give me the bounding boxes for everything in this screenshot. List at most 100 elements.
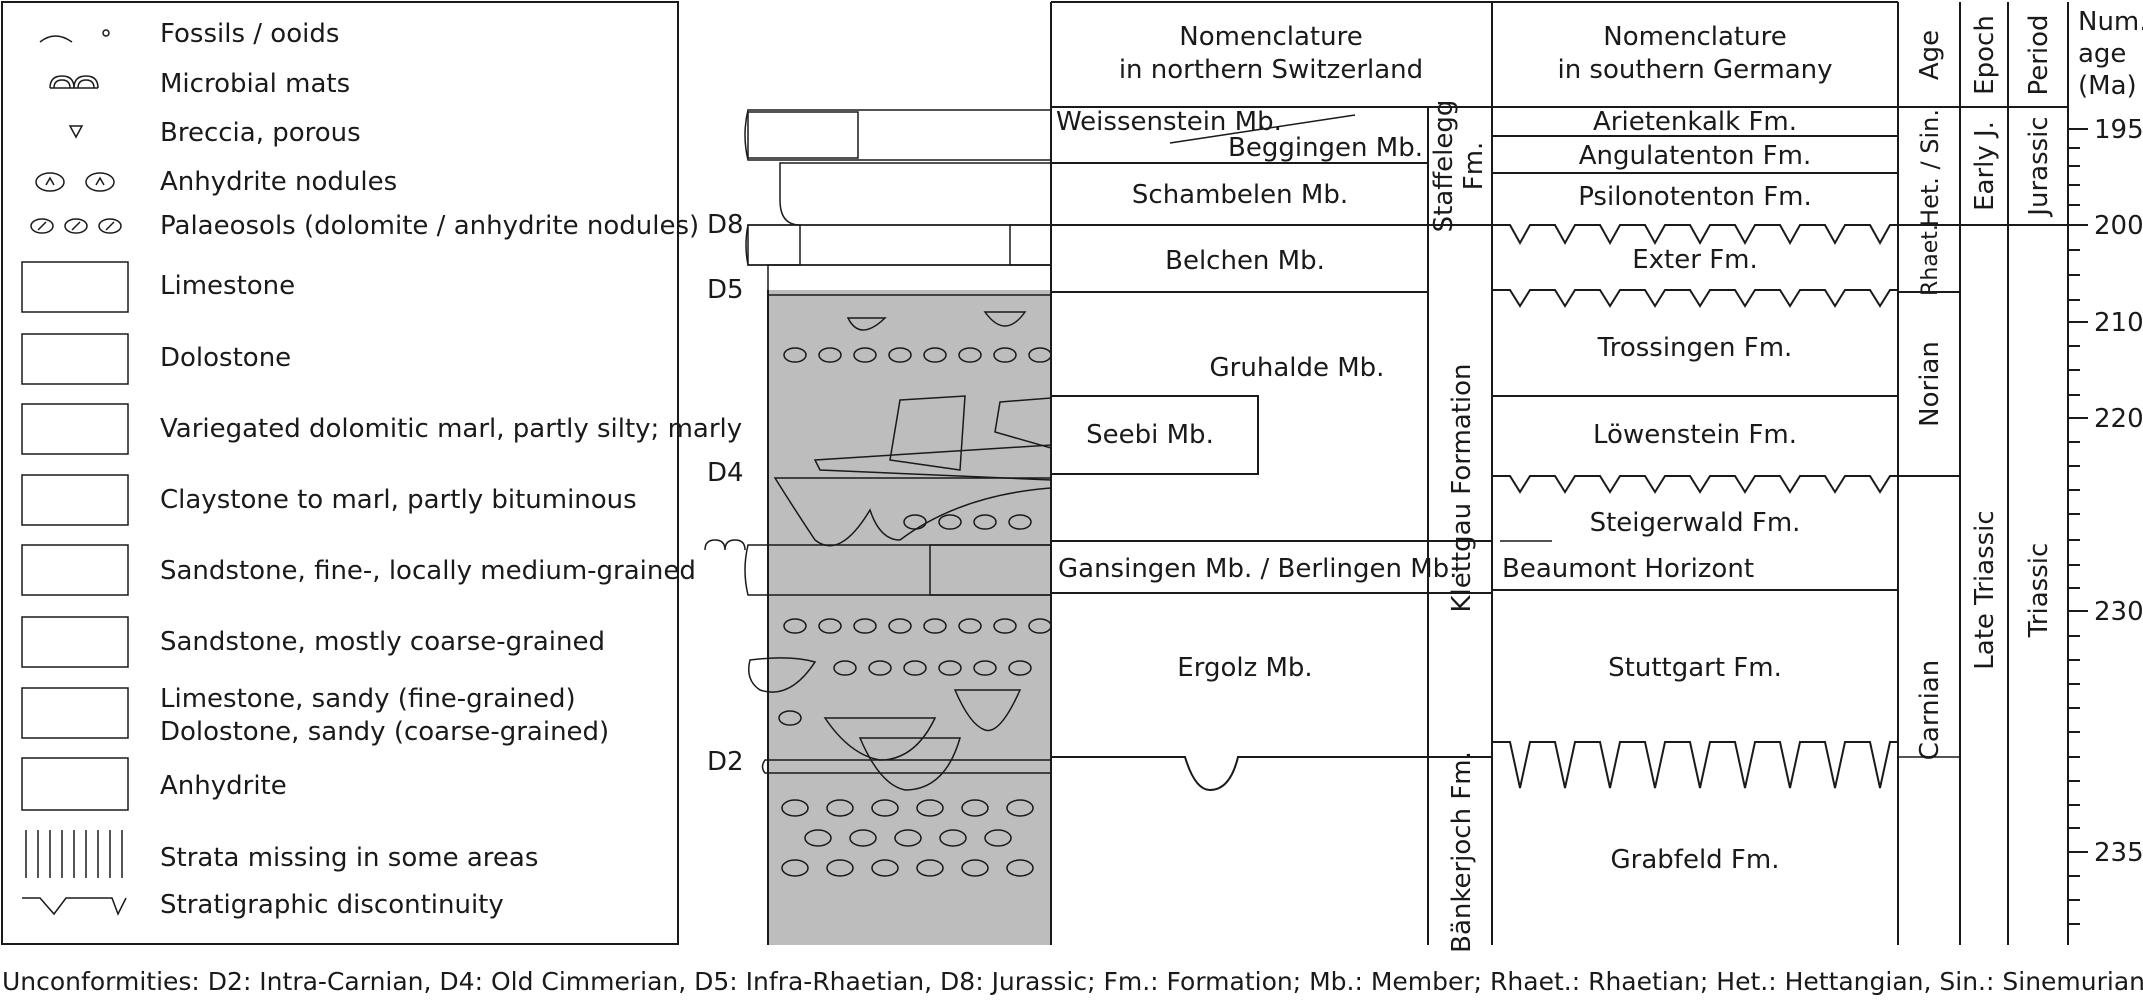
sand-lens-left xyxy=(748,657,817,693)
strata-missing-belchen xyxy=(747,224,1052,266)
anhydrite-nodules-base xyxy=(781,799,1034,877)
marl-swatch xyxy=(21,403,129,455)
period-jurassic: Jurassic xyxy=(2024,116,2054,217)
unit-arietenkalk: Arietenkalk Fm. xyxy=(1593,107,1797,137)
carbonate-cap xyxy=(744,109,1052,161)
unit-steigerwald: Steigerwald Fm. xyxy=(1590,508,1801,538)
header-switzerland-2: in northern Switzerland xyxy=(1119,55,1423,85)
d2-thin-layer xyxy=(761,759,1052,774)
legend-label-marl: Variegated dolomitic marl, partly silty;… xyxy=(160,414,742,444)
epoch-late-triassic: Late Triassic xyxy=(1970,510,2000,669)
unit-loewenstein: Löwenstein Fm. xyxy=(1593,420,1797,450)
legend-label-sandy-dolostone: Dolostone, sandy (coarse-grained) xyxy=(160,717,609,747)
header-switzerland-1: Nomenclature xyxy=(1179,22,1362,52)
claystone-layer xyxy=(779,162,1052,226)
numage-220: 220 xyxy=(2094,404,2143,434)
discontinuity-d2-germany xyxy=(1492,741,1898,789)
header-period: Period xyxy=(2024,14,2054,95)
claystone-swatch xyxy=(21,474,129,526)
legend-label-fossils: Fossils / ooids xyxy=(160,19,339,49)
numage-210: 210 xyxy=(2094,308,2143,338)
formation-klettgau: Klettgau Formation xyxy=(1447,363,1477,612)
header-germany-2: in southern Germany xyxy=(1557,55,1832,85)
numage-230: 230 xyxy=(2094,597,2143,627)
limestone-swatch xyxy=(21,261,129,313)
header-numage-2: age xyxy=(2078,39,2126,69)
unit-beggingen: Beggingen Mb. xyxy=(1228,133,1423,163)
unit-stuttgart: Stuttgart Fm. xyxy=(1608,653,1782,683)
unit-belchen: Belchen Mb. xyxy=(1165,246,1325,276)
legend-label-claystone: Claystone to marl, partly bituminous xyxy=(160,485,637,515)
microbial-mats-icon xyxy=(49,75,99,89)
palaeosol-isolated xyxy=(778,710,802,726)
coarse-sand-lens-right xyxy=(1009,224,1052,266)
sand-lens-right xyxy=(953,689,1022,732)
palaeosol-row-ergolz-2 xyxy=(833,660,1032,676)
epoch-early-j: Early J. xyxy=(1970,121,2000,211)
breccia-wedge xyxy=(889,395,966,471)
discontinuity-icon xyxy=(22,897,127,916)
sand-pocket-2 xyxy=(983,311,1027,327)
legend-label-palaeosols: Palaeosols (dolomite / anhydrite nodules… xyxy=(160,211,699,241)
unit-seebi: Seebi Mb. xyxy=(1086,420,1214,450)
sandstone-fine-swatch xyxy=(21,544,129,596)
legend-label-anhydrite-nodules: Anhydrite nodules xyxy=(160,167,397,197)
microbial-mat-symbol xyxy=(704,539,746,551)
unit-gansingen: Gansingen Mb. / Berlingen Mb. xyxy=(1058,554,1457,584)
age-norian: Norian xyxy=(1915,341,1945,427)
formation-staffelegg-1: Staffelegg xyxy=(1429,100,1459,233)
discontinuity-exter-top xyxy=(1492,224,1898,246)
sandy-carbonate-swatch xyxy=(21,687,129,739)
header-epoch: Epoch xyxy=(1970,15,2000,95)
discontinuity-steigerwald-top xyxy=(1492,475,1898,494)
unconformity-d8: D8 xyxy=(707,210,744,240)
unit-weissenstein: Weissenstein Mb. xyxy=(1056,107,1282,137)
unconformity-d2: D2 xyxy=(707,747,744,777)
strata-missing-d4 xyxy=(773,477,1052,547)
table-grid xyxy=(1050,1,2088,945)
coarse-sand-lens-left xyxy=(745,224,801,266)
header-age: Age xyxy=(1915,30,1945,80)
unit-grabfeld: Grabfeld Fm. xyxy=(1611,845,1780,875)
fossils-ooids-icon xyxy=(39,29,110,43)
numage-235: 235 xyxy=(2094,838,2143,868)
strata-missing-icon xyxy=(25,830,123,878)
period-triassic: Triassic xyxy=(2024,543,2054,639)
legend-label-anhydrite: Anhydrite xyxy=(160,771,287,801)
numage-200: 200 xyxy=(2094,211,2143,241)
legend-label-strata-missing: Strata missing in some areas xyxy=(160,843,538,873)
anhydrite-swatch xyxy=(21,757,129,811)
marl-body xyxy=(768,290,1051,945)
legend-label-breccia: Breccia, porous xyxy=(160,118,361,148)
header-numage-1: Num. xyxy=(2078,7,2143,37)
unit-schambelen: Schambelen Mb. xyxy=(1132,180,1348,210)
formation-baenkerjoch: Bänkerjoch Fm. xyxy=(1447,751,1477,953)
unit-beaumont: Beaumont Horizont xyxy=(1502,554,1754,584)
breccia-icon xyxy=(68,125,84,139)
header-numage-3: (Ma) xyxy=(2078,71,2137,101)
lithologic-column xyxy=(704,109,1052,945)
palaeosol-row-upper xyxy=(783,347,1052,363)
legend: Fossils / ooids Microbial mats Breccia, … xyxy=(1,1,742,945)
unit-trossingen: Trossingen Fm. xyxy=(1597,333,1793,363)
unit-ergolz: Ergolz Mb. xyxy=(1177,653,1312,683)
numage-195: 195 xyxy=(2094,115,2143,145)
formation-staffelegg-2: Fm. xyxy=(1459,142,1489,191)
palaeosol-icon xyxy=(30,218,122,234)
unconformity-d4: D4 xyxy=(707,458,744,488)
legend-label-microbial: Microbial mats xyxy=(160,69,350,99)
sandy-carbonate-lens-top xyxy=(747,111,859,159)
age-het-sin: Het. / Sin. xyxy=(1916,109,1944,227)
sand-pocket-1 xyxy=(846,317,887,331)
legend-label-limestone: Limestone xyxy=(160,271,295,301)
legend-label-discontinuity: Stratigraphic discontinuity xyxy=(160,890,504,920)
palaeosol-row-d4 xyxy=(903,514,1032,530)
anhydrite-nodule-icon xyxy=(35,172,115,192)
sand-channel-2 xyxy=(858,737,961,791)
age-carnian: Carnian xyxy=(1915,660,1945,760)
sandstone-coarse-swatch xyxy=(21,616,129,668)
legend-frame xyxy=(1,1,679,945)
unit-exter: Exter Fm. xyxy=(1632,245,1758,275)
